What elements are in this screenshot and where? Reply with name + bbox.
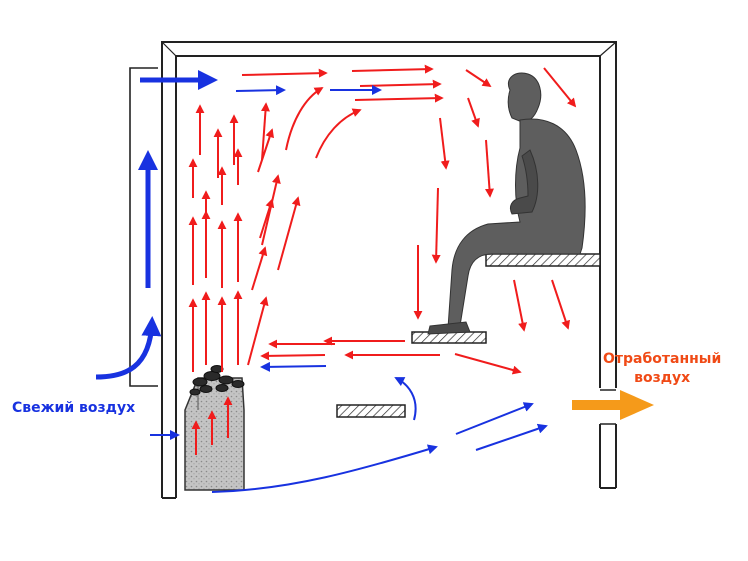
footrest-icon <box>411 331 487 344</box>
fresh-air-flow-arrows <box>150 85 548 493</box>
sauna-room-walls <box>161 41 617 499</box>
vent-grille-icon <box>600 389 616 425</box>
floor-duct <box>336 404 406 418</box>
exhaust-air-label-line2: воздух <box>634 370 691 386</box>
exhaust-arrow-icon <box>572 390 654 420</box>
exhaust-air-label: Отработанный воздух <box>603 350 721 388</box>
fresh-air-label: Свежий воздух <box>12 400 136 416</box>
fresh-air-duct <box>129 67 158 387</box>
heater-stove-icon <box>184 365 245 491</box>
exhaust-air-label-line1: Отработанный <box>603 351 722 367</box>
fresh-air-duct-arrows <box>95 70 218 380</box>
bench-icon <box>485 253 601 267</box>
seated-person-icon <box>427 72 586 335</box>
